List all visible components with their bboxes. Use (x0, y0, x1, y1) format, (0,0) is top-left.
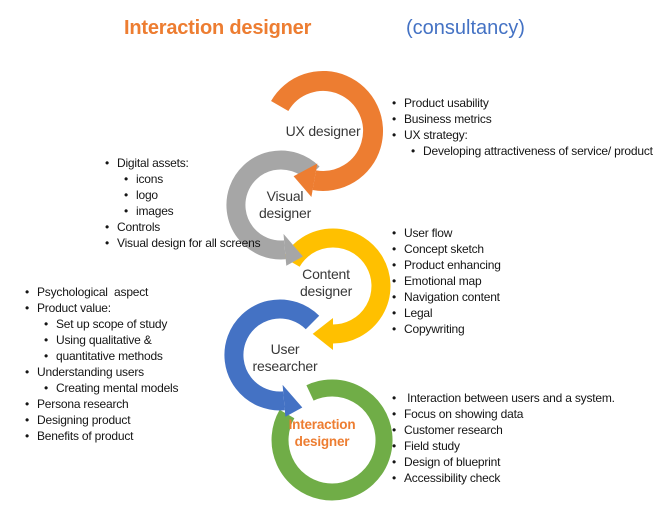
bullet-item: Set up scope of study (43, 316, 274, 332)
bullet-item: UX strategy: (391, 127, 655, 143)
stage-label-content-designer: Content designer (299, 266, 353, 299)
page-title: Interaction designer (124, 17, 312, 39)
bullet-item: icons (123, 171, 334, 187)
bullet-item: Persona research (24, 396, 274, 412)
interaction-designer-bullet-list: Interaction between users and a system. … (391, 390, 655, 486)
bullet-item: Interaction between users and a system. (391, 390, 655, 406)
bullet-item: Product enhancing (391, 257, 591, 273)
bullet-item: Visual design for all screens (104, 235, 334, 251)
ux-designer-arc (271, 70, 384, 191)
bullet-item: Field study (391, 438, 655, 454)
bullet-item: Designing product (24, 412, 274, 428)
content-designer-bullet-list: User flow Concept sketch Product enhanci… (391, 225, 591, 337)
bullet-item: Navigation content (391, 289, 591, 305)
bullet-item: Copywriting (391, 321, 591, 337)
bullet-item: Creating mental models (43, 380, 274, 396)
bullet-item: images (123, 203, 334, 219)
bullet-item: Understanding users (24, 364, 274, 380)
user-researcher-bullet-list: Psychological aspect Product value: Set … (24, 284, 274, 444)
user-researcher-arrowhead-icon (282, 384, 303, 417)
bullet-item: Business metrics (391, 111, 655, 127)
visual-designer-bullet-list: Digital assets: icons logo images Contro… (104, 155, 334, 251)
bullet-item: Accessibility check (391, 470, 655, 486)
bullet-item: Using qualitative & (43, 332, 274, 348)
bullet-item: Legal (391, 305, 591, 321)
bullet-item: Product value: (24, 300, 274, 316)
bullet-item: logo (123, 187, 334, 203)
bullet-item: Emotional map (391, 273, 591, 289)
stage-label-interaction-designer: Interaction designer (288, 417, 356, 449)
bullet-item: Psychological aspect (24, 284, 274, 300)
bullet-item: Design of blueprint (391, 454, 655, 470)
bullet-item: Customer research (391, 422, 655, 438)
bullet-item: Controls (104, 219, 334, 235)
bullet-item: Benefits of product (24, 428, 274, 444)
bullet-item: quantitative methods (43, 348, 274, 364)
stage-label-ux-designer: UX designer (285, 123, 361, 139)
content-designer-arrowhead-icon (312, 318, 333, 350)
interaction-designer-ring (271, 379, 393, 501)
page-subtitle: (consultancy) (406, 17, 525, 39)
bullet-item: Product usability (391, 95, 655, 111)
bullet-item: Digital assets: (104, 155, 334, 171)
interaction-designer-cycle-arrow (271, 379, 393, 501)
bullet-item: Focus on showing data (391, 406, 655, 422)
bullet-item: User flow (391, 225, 591, 241)
ux-designer-bullet-list: Product usability Business metrics UX st… (391, 95, 655, 159)
bullet-item: Concept sketch (391, 241, 591, 257)
bullet-item: Developing attractiveness of service/ pr… (410, 143, 655, 159)
